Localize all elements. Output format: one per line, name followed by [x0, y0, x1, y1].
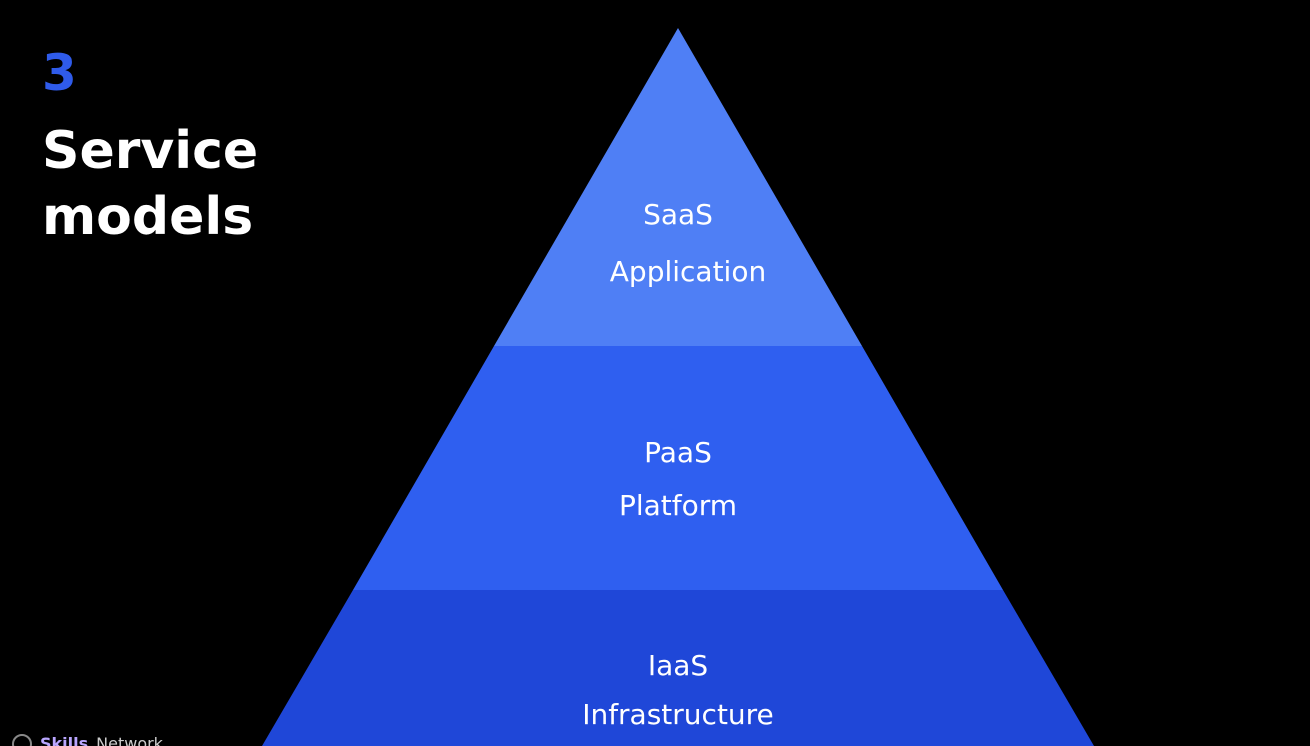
- watermark-logo-icon: [12, 734, 32, 746]
- heading: 3 Service models: [42, 48, 258, 250]
- heading-line-1: Service: [42, 121, 259, 181]
- saas-label: SaaS: [643, 198, 713, 231]
- pyramid-tier-iaas: [262, 590, 1094, 746]
- heading-number: 3: [42, 44, 77, 102]
- platform-label: Platform: [619, 489, 737, 522]
- application-label: Application: [610, 255, 766, 288]
- iaas-label: IaaS: [648, 649, 708, 682]
- pyramid-tier-paas: [353, 346, 1003, 590]
- heading-line-2: models: [42, 187, 254, 247]
- watermark-brand: Skills: [40, 734, 89, 746]
- infrastructure-label: Infrastructure: [582, 698, 774, 731]
- watermark-rest: Network: [96, 734, 163, 746]
- pyramid-tier-saas: [494, 28, 862, 346]
- watermark: Skills Network: [12, 734, 163, 746]
- paas-label: PaaS: [644, 436, 712, 469]
